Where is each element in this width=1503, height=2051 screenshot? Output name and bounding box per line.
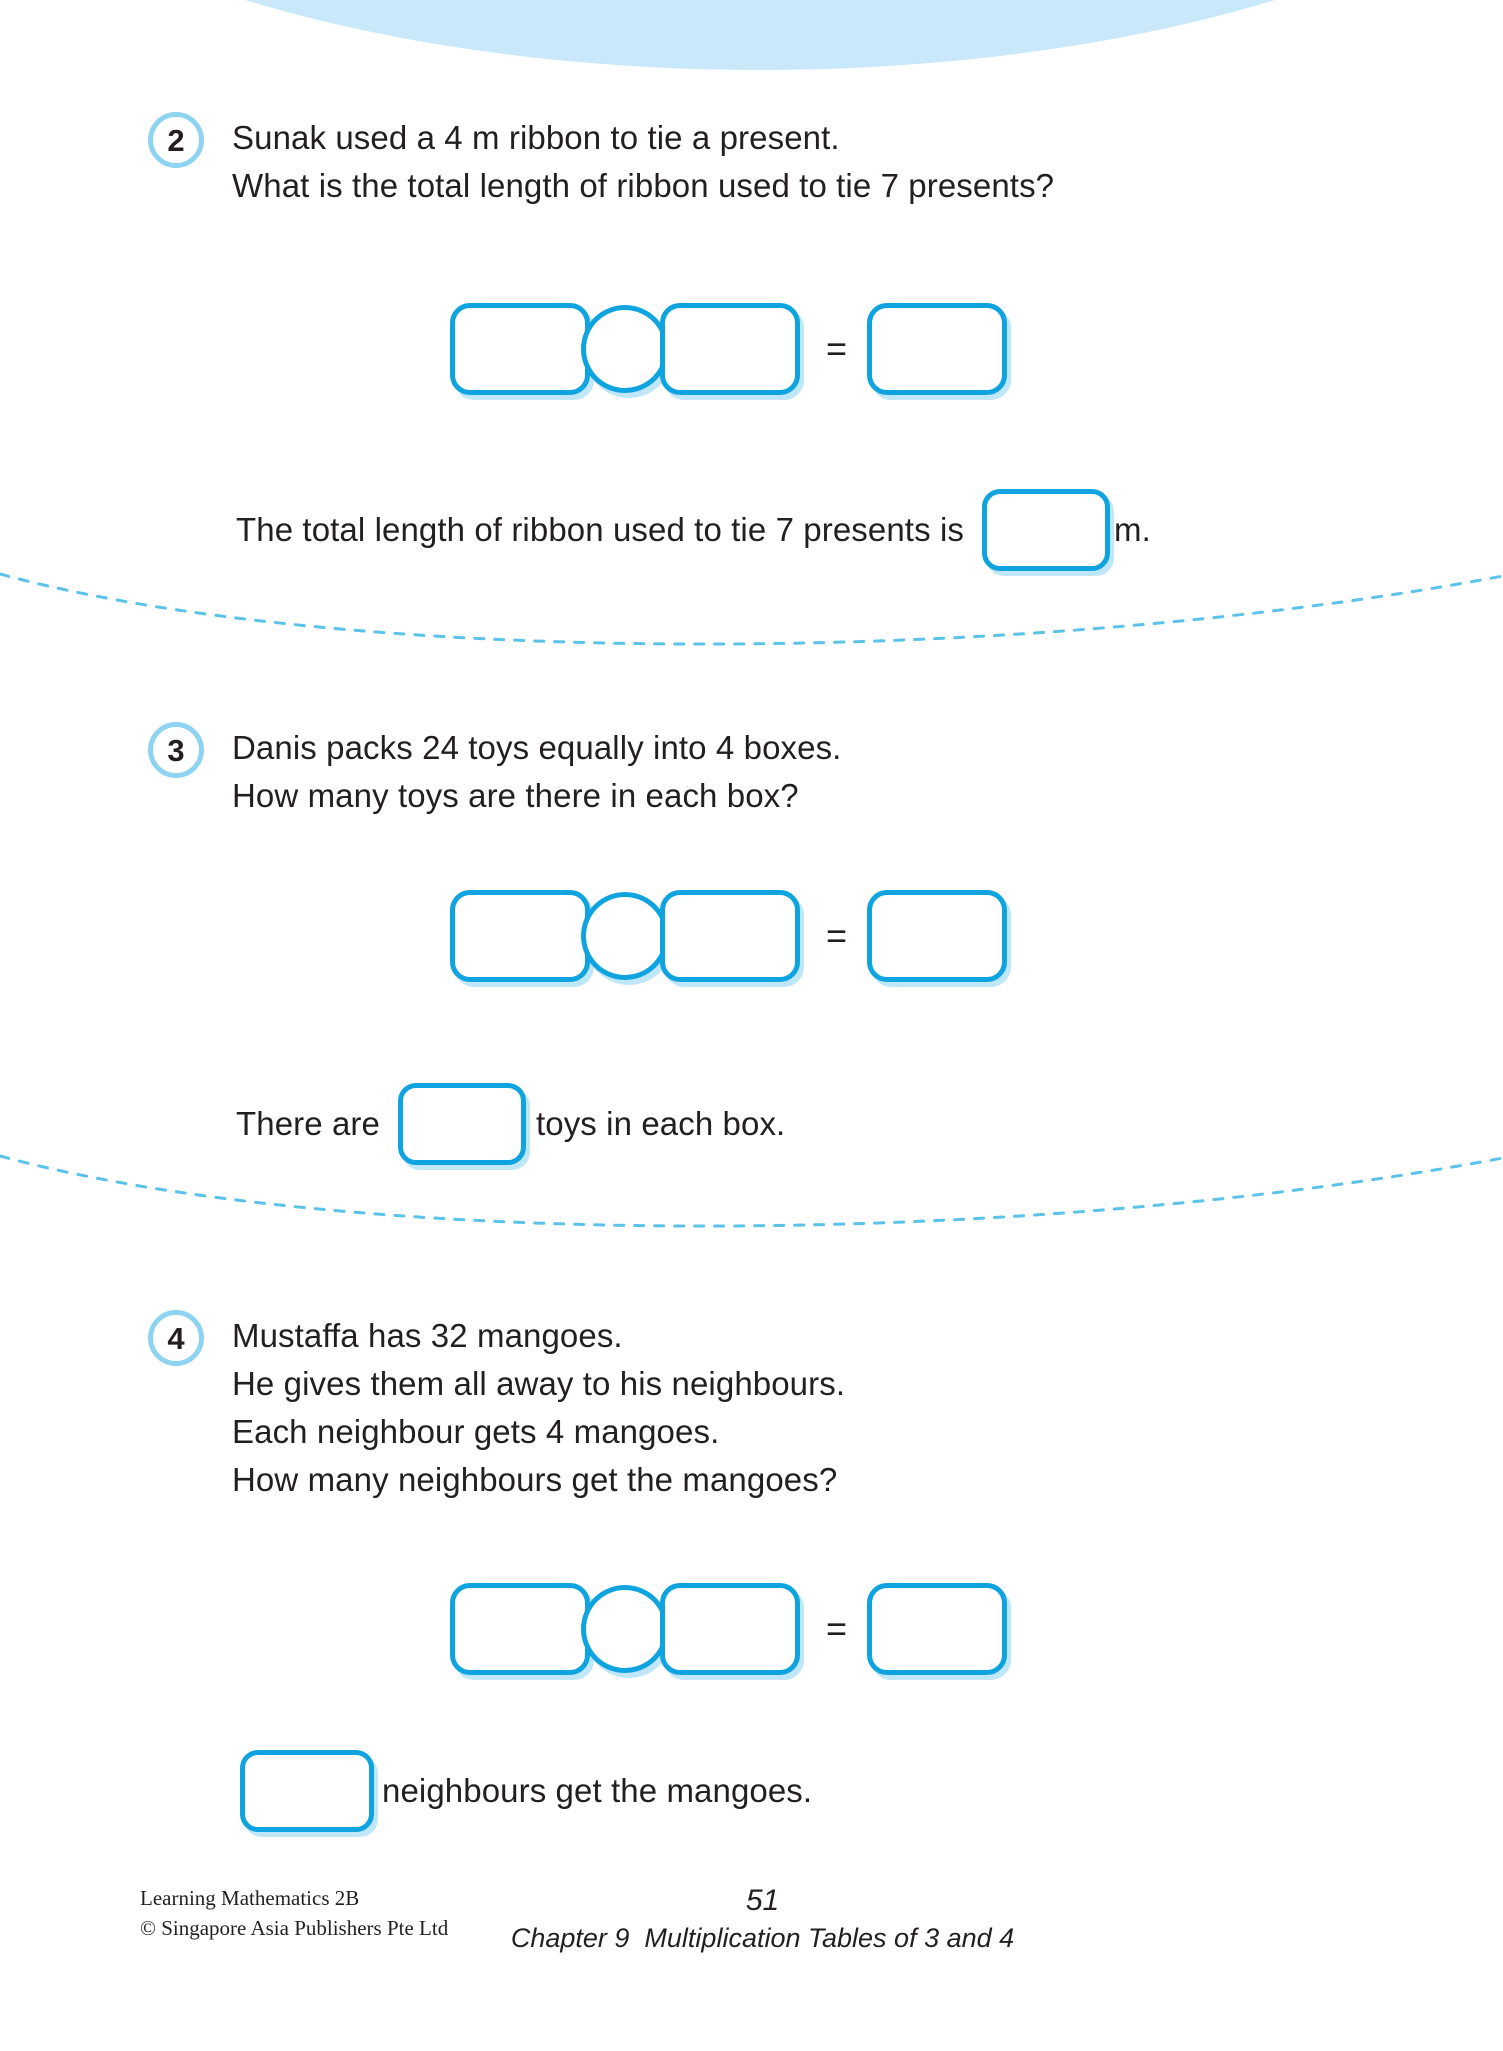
equation-result-box-2[interactable] [867,303,1008,395]
question-4-text: Mustaffa has 32 mangoes. He gives them a… [232,1317,846,1498]
question-2-header: 2 Sunak used a 4 m ribbon to tie a prese… [0,112,1503,210]
wave-divider-1 [0,560,1503,650]
equation-operator-circle-2[interactable] [581,305,669,393]
equation-row-3: = [450,890,1008,982]
equation-operand1-box-4[interactable] [450,1583,590,1675]
question-3-header: 3 Danis packs 24 toys equally into 4 box… [0,722,1503,820]
wave-divider-2 [0,1142,1503,1232]
answer-box-2[interactable] [981,489,1110,571]
answer-sentence-4: neighbours get the mangoes. [236,1750,812,1832]
footer-book-title: Learning Mathematics 2B [140,1886,360,1910]
question-2-text: Sunak used a 4 m ribbon to tie a present… [232,119,1055,204]
equation-operand2-box-2[interactable] [660,303,800,395]
answer-sentence-2-before: The total length of ribbon used to tie 7… [236,511,964,548]
question-block-4: 4 Mustaffa has 32 mangoes. He gives them… [0,1310,1503,1504]
answer-sentence-2: The total length of ribbon used to tie 7… [236,489,1151,571]
equation-operand2-box-4[interactable] [660,1583,800,1675]
footer-publisher-block: Learning Mathematics 2B © Singapore Asia… [140,1883,448,1943]
equation-operand2-box-3[interactable] [660,890,800,982]
question-block-3: 3 Danis packs 24 toys equally into 4 box… [0,722,1503,820]
equation-result-box-3[interactable] [867,890,1008,982]
equals-sign-4: = [826,1608,848,1649]
equation-row-4: = [450,1583,1008,1675]
page-number: 51 [745,1884,780,1917]
answer-box-4[interactable] [240,1750,374,1832]
footer-chapter-label: Chapter 9 Multiplication Tables of 3 and… [510,1923,1015,1953]
answer-sentence-3-before: There are [236,1105,380,1142]
answer-box-3[interactable] [397,1083,526,1165]
equation-row-2: = [450,303,1008,395]
question-4-header: 4 Mustaffa has 32 mangoes. He gives them… [0,1310,1503,1504]
question-3-text: Danis packs 24 toys equally into 4 boxes… [232,729,842,814]
answer-sentence-4-after: neighbours get the mangoes. [382,1772,813,1809]
equation-result-box-4[interactable] [867,1583,1008,1675]
answer-sentence-2-after: m. [1113,511,1151,548]
footer-center-block: 51 Chapter 9 Multiplication Tables of 3 … [0,1883,1503,1957]
question-number-badge-4: 4 [148,1310,204,1366]
equation-operator-circle-3[interactable] [581,892,669,980]
equation-operator-circle-4[interactable] [581,1585,669,1673]
equation-operand1-box-2[interactable] [450,303,590,395]
page-footer: Learning Mathematics 2B © Singapore Asia… [0,1883,1503,1993]
equals-sign-3: = [826,915,848,956]
equals-sign-2: = [826,328,848,369]
answer-sentence-3: There are toys in each box. [236,1083,785,1165]
question-block-2: 2 Sunak used a 4 m ribbon to tie a prese… [0,112,1503,210]
equation-operand1-box-3[interactable] [450,890,590,982]
answer-sentence-3-after: toys in each box. [535,1105,786,1142]
question-number-badge-2: 2 [148,112,204,168]
question-number-badge-3: 3 [148,722,204,778]
footer-copyright: © Singapore Asia Publishers Pte Ltd [140,1916,449,1940]
